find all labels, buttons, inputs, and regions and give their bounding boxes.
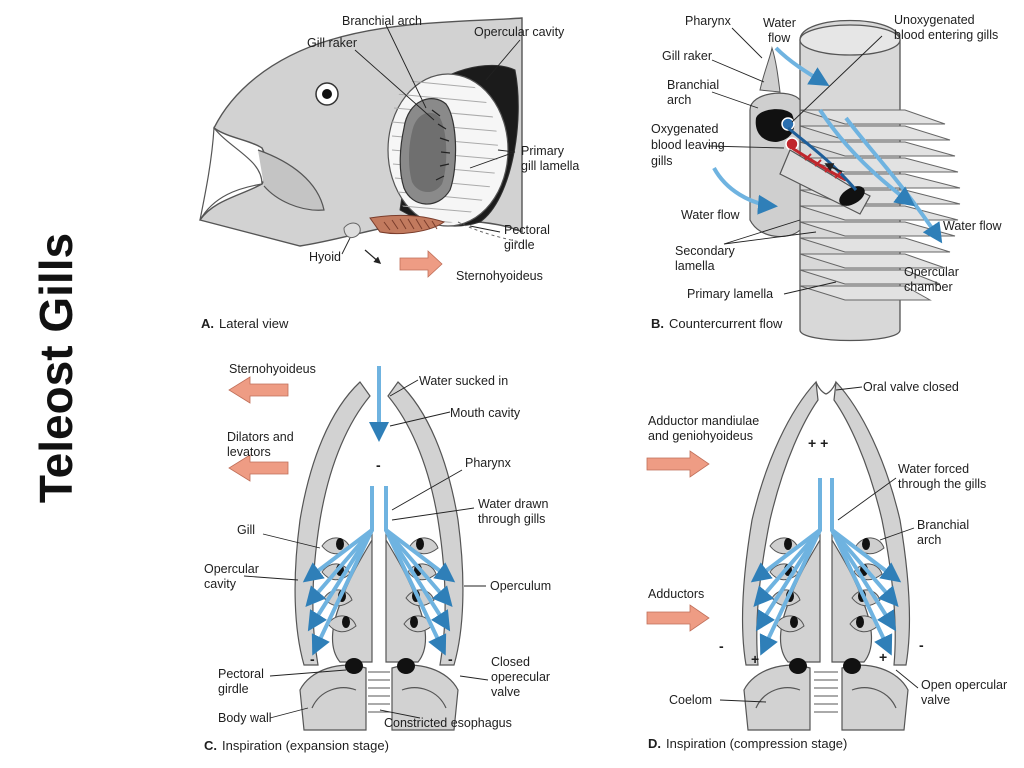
panel-a-leader-lines — [341, 24, 521, 255]
panel-d-letter: D. — [648, 736, 661, 751]
label-water-flow-top-line1: Water — [763, 16, 796, 30]
pressure-sign-left-plus: + — [751, 651, 759, 667]
label-adductor-line1: Adductor mandiulae — [648, 414, 759, 428]
pressure-sign-left-minus: - — [719, 638, 724, 654]
label-sternohyoideus: Sternohyoideus — [229, 362, 316, 376]
panel-a-letter: A. — [201, 316, 214, 331]
label-water-flow-right: Water flow — [943, 219, 1003, 233]
label-adductors: Adductors — [648, 587, 704, 601]
label-closed-valve-line2: operecular — [491, 670, 550, 684]
label-oxygenated-line2: blood leaving — [651, 138, 725, 152]
label-coelom: Coelom — [669, 693, 712, 707]
label-branchial-arch-line1: Branchial — [667, 78, 719, 92]
panel-c-water-arrows — [302, 366, 456, 656]
label-dilators-line1: Dilators and — [227, 430, 294, 444]
dilators-left-arrow — [228, 454, 289, 482]
label-dilators-line2: levators — [227, 445, 271, 459]
label-opercular-cavity-line2: cavity — [204, 577, 237, 591]
hyoid-motion-arrow — [364, 249, 382, 264]
label-secondary-lamella-line2: lamella — [675, 259, 715, 273]
label-pharynx: Pharynx — [685, 14, 732, 28]
panel-b-caption-text: Countercurrent flow — [669, 316, 783, 331]
label-water-forced-line2: through the gills — [898, 477, 986, 491]
label-gill-raker: Gill raker — [662, 49, 712, 63]
panel-a-caption-text: Lateral view — [219, 316, 289, 331]
label-gill-raker: Gill raker — [307, 36, 357, 50]
label-branchial-arch-line2: arch — [667, 93, 691, 107]
pressure-sign-mouth: - — [376, 457, 381, 473]
pressure-sign-right: - — [448, 651, 453, 667]
label-oxygenated-line1: Oxygenated — [651, 122, 718, 136]
label-opercular-chamber-line1: Opercular — [904, 265, 959, 279]
label-branchial-arch: Branchial arch — [342, 14, 422, 28]
pressure-sign-right-minus: - — [919, 637, 924, 653]
label-water-drawn-line1: Water drawn — [478, 497, 548, 511]
label-open-valve-line1: Open opercular — [921, 678, 1007, 692]
pressure-sign-right-plus: + — [879, 649, 887, 665]
label-water-forced-line1: Water forced — [898, 462, 969, 476]
label-gill: Gill — [237, 523, 255, 537]
label-pectoral-girdle-line1: Pectoral — [504, 223, 550, 237]
label-unoxygenated-line2: blood entering gills — [894, 28, 998, 42]
label-branchial-arch-line1: Branchial — [917, 518, 969, 532]
panel-a-lateral-view: Branchial arch Gill raker Opercular cavi… — [198, 14, 579, 331]
panel-b-leader-lines — [707, 27, 883, 295]
sternohyoideus-arrow — [399, 250, 443, 278]
panel-c-leader-lines — [243, 379, 489, 719]
panel-c-caption-text: Inspiration (expansion stage) — [222, 738, 389, 753]
slide-title: Teleost Gills — [30, 233, 82, 503]
label-water-sucked-in: Water sucked in — [419, 374, 508, 388]
pressure-sign-left: - — [310, 651, 315, 667]
label-body-wall: Body wall — [218, 711, 272, 725]
panel-b-letter: B. — [651, 316, 664, 331]
label-hyoid: Hyoid — [309, 250, 341, 264]
adductor-right-arrow — [646, 450, 710, 478]
panel-c-caption: C. Inspiration (expansion stage) — [204, 738, 389, 753]
panel-b-water-flow-arrows — [712, 46, 943, 244]
panel-d-caption: D. Inspiration (compression stage) — [648, 736, 847, 751]
label-mouth-cavity: Mouth cavity — [450, 406, 521, 420]
gill-filament-illustration — [749, 19, 961, 342]
label-operculum: Operculum — [490, 579, 551, 593]
panel-b-countercurrent-flow: Pharynx Water flow Unoxygenated blood en… — [651, 13, 1003, 342]
label-water-drawn-line2: through gills — [478, 512, 545, 526]
panel-d-caption-text: Inspiration (compression stage) — [666, 736, 847, 751]
label-unoxygenated-line1: Unoxygenated — [894, 13, 975, 27]
label-oral-valve-closed: Oral valve closed — [863, 380, 959, 394]
label-primary-lamella: Primary lamella — [687, 287, 773, 301]
label-secondary-lamella-line1: Secondary — [675, 244, 736, 258]
label-closed-valve-line1: Closed — [491, 655, 530, 669]
adductors-right-arrow — [646, 604, 710, 632]
label-constricted-esophagus: Constricted esophagus — [384, 716, 512, 730]
panel-a-caption: A. Lateral view — [201, 316, 289, 331]
label-pectoral-girdle-line2: girdle — [504, 238, 535, 252]
label-pharynx: Pharynx — [465, 456, 512, 470]
label-open-valve-line2: valve — [921, 693, 950, 707]
label-water-flow-top-line2: flow — [768, 31, 791, 45]
panel-d-compression-stage: Oral valve closed Adductor mandiulae and… — [646, 380, 1007, 751]
label-opercular-chamber-line2: chamber — [904, 280, 953, 294]
label-pectoral-girdle-line2: girdle — [218, 682, 249, 696]
pressure-sign-mouth: + + — [808, 435, 828, 451]
label-primary-gill-lamella-line2: gill lamella — [521, 159, 579, 173]
label-sternohyoideus: Sternohyoideus — [456, 269, 543, 283]
label-closed-valve-line3: valve — [491, 685, 520, 699]
label-oxygenated-line3: gills — [651, 154, 673, 168]
panel-d-leader-lines — [719, 386, 919, 703]
panel-b-caption: B. Countercurrent flow — [651, 316, 783, 331]
label-opercular-cavity: Opercular cavity — [474, 25, 565, 39]
label-opercular-cavity-line1: Opercular — [204, 562, 259, 576]
panel-d-water-arrows — [750, 478, 902, 656]
label-pectoral-girdle-line1: Pectoral — [218, 667, 264, 681]
panel-c-expansion-stage: Sternohyoideus Water sucked in Mouth cav… — [204, 362, 551, 753]
label-water-flow-left: Water flow — [681, 208, 741, 222]
label-primary-gill-lamella-line1: Primary — [521, 144, 565, 158]
panel-c-letter: C. — [204, 738, 217, 753]
label-branchial-arch-line2: arch — [917, 533, 941, 547]
sternohyoideus-left-arrow — [228, 376, 289, 404]
fish-head-illustration — [198, 17, 523, 247]
label-adductor-line2: and geniohyoideus — [648, 429, 753, 443]
